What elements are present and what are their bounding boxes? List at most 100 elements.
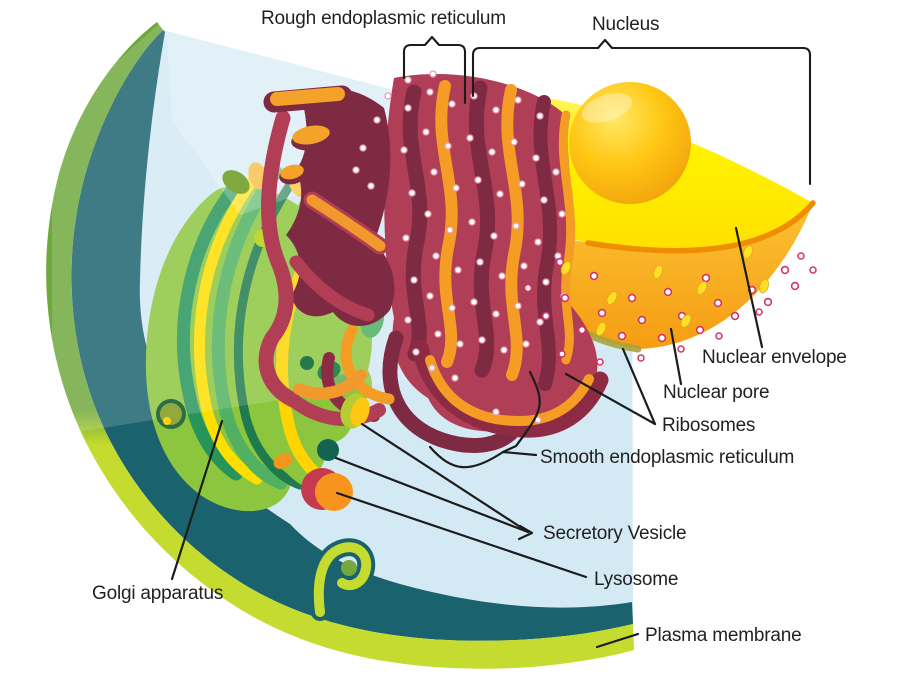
fold-membrane [313, 542, 372, 617]
ribosome-dot [498, 272, 506, 280]
nucleolus [569, 82, 691, 204]
er-band [468, 80, 496, 378]
ribosome-dot [780, 265, 790, 275]
ribosome-dot [560, 293, 570, 303]
leader-golgi [170, 419, 224, 581]
ribosome-dot [422, 128, 430, 136]
ribosome-dot [402, 234, 410, 242]
ribosome-dot [540, 196, 548, 204]
nuclear-pore-droplet [560, 261, 572, 275]
ribosome-dot [542, 278, 550, 286]
nuclear-pore-droplet [680, 314, 692, 328]
nucleolus-highlight [581, 93, 633, 123]
ribosome-dot [518, 180, 526, 188]
ribosome-dot [637, 354, 645, 362]
ribosome-dot [536, 112, 544, 120]
leader-smooth-er-a [501, 370, 541, 454]
membrane-invagination [309, 538, 376, 621]
ribosome-dot [426, 292, 434, 300]
ribosome-dot [352, 166, 360, 174]
er-tube [293, 369, 367, 400]
er-tube [306, 194, 386, 252]
ribosome-dot [410, 276, 418, 284]
er-band [435, 80, 458, 368]
secretory-vesicle-graphic [350, 397, 370, 427]
ribosome-dot [367, 182, 375, 190]
ribosome-dot [617, 331, 627, 341]
ribosome-dot [404, 76, 412, 84]
golgi-tip [273, 453, 293, 469]
nuclear-envelope-rim [585, 200, 816, 254]
label-smooth-er: Smooth endoplasmic reticulum [540, 447, 794, 468]
ribosome-dot [451, 374, 459, 382]
ribosome-dot [456, 340, 464, 348]
nuclear-pore-droplet [696, 281, 708, 295]
ribosome-dot [434, 330, 442, 338]
nuclear-bowl [516, 203, 813, 349]
golgi-cisterna [252, 181, 331, 493]
ribosome-dot [555, 257, 565, 267]
ribosome-dot [466, 134, 474, 142]
ribosome-dot [534, 238, 542, 246]
ribosome-dot [809, 266, 817, 274]
ribosome-dot [523, 283, 533, 293]
ribosome-dot [657, 333, 667, 343]
ribosome-dot [755, 308, 763, 316]
leader-ribosomes-1 [621, 347, 657, 426]
ribosome-dot [637, 315, 647, 325]
ribosome-dot [492, 106, 500, 114]
ribosome-dot [514, 302, 522, 310]
er-band [501, 84, 524, 381]
nuclear-pore-droplet [759, 278, 769, 294]
nuclear-pore-droplet [606, 291, 618, 305]
ribosome-dot [412, 348, 420, 356]
ribosome-dot [589, 271, 599, 281]
vesicle [222, 170, 250, 194]
ribosome-dot [627, 293, 637, 303]
ribosome-dot [492, 408, 500, 416]
lysosome-graphic [315, 473, 353, 511]
diagram-labels: Rough endoplasmic reticulum Nucleus Nucl… [92, 8, 847, 646]
endoplasmic-reticulum-graphic [258, 73, 609, 453]
ribosome-dot [373, 116, 381, 124]
er-tube [289, 255, 375, 322]
secretory-vesicle-graphic [317, 439, 339, 461]
ribosome-dot [713, 298, 723, 308]
label-plasma-membrane: Plasma membrane [645, 625, 801, 646]
ribosome-dot [476, 258, 484, 266]
leader-smooth-er-b [428, 445, 505, 469]
ribosome-dot [454, 266, 462, 274]
ribosome-dot [536, 318, 544, 326]
ribosome-dot [448, 304, 456, 312]
leader-smooth-er-c [501, 450, 538, 457]
label-nucleus: Nucleus [592, 14, 659, 35]
ribosome-dot [470, 298, 478, 306]
ribosome-dot [404, 104, 412, 112]
label-secretory-vesicle: Secretory Vesicle [543, 523, 686, 544]
brace-nucleus [471, 38, 812, 186]
label-ribosomes: Ribosomes [662, 415, 755, 436]
er-band [533, 95, 558, 391]
vesicle [156, 399, 186, 429]
ribosome-dot [790, 281, 800, 291]
ribosome-dot [552, 168, 560, 176]
er-cap [270, 87, 345, 106]
ribosome-dot [468, 218, 476, 226]
nuclear-pore-droplet [595, 321, 607, 337]
ribosome-dot [597, 308, 607, 318]
label-lysosome: Lysosome [594, 569, 678, 590]
er-tube [258, 110, 301, 408]
ribosome-dot [512, 222, 520, 230]
ribosome-dot [478, 336, 486, 344]
fold-core [341, 560, 357, 576]
leader-lines [170, 35, 812, 649]
ribosome-dot [424, 210, 432, 218]
ribosome-dot [492, 310, 500, 318]
ribosome-dot [677, 345, 685, 353]
label-nuclear-envelope: Nuclear envelope [702, 347, 847, 368]
ribosome-dot [446, 226, 454, 234]
ribosome-dot [496, 190, 504, 198]
leader-lysosome [335, 491, 588, 579]
